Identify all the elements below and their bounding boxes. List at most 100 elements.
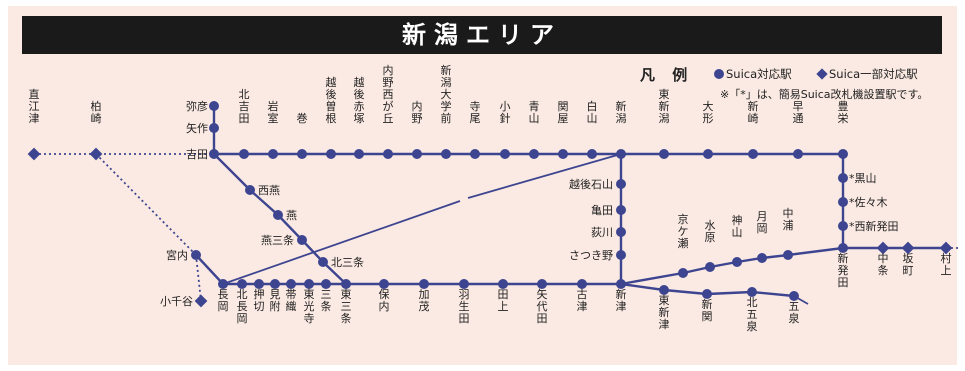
station-marker[interactable] xyxy=(297,235,307,245)
station-label: 坂町 xyxy=(903,252,914,277)
station-label: 中浦 xyxy=(783,207,794,232)
station-marker[interactable] xyxy=(354,149,364,159)
legend-full-item: Suica対応駅 xyxy=(714,66,792,82)
station-marker[interactable] xyxy=(273,210,283,220)
station-marker[interactable] xyxy=(318,257,328,267)
station-marker[interactable] xyxy=(470,149,480,159)
full-support-circle-icon xyxy=(838,149,848,159)
station-marker[interactable] xyxy=(659,285,669,295)
full-support-circle-icon xyxy=(577,279,587,289)
station-marker[interactable] xyxy=(616,250,626,260)
station-marker[interactable] xyxy=(616,279,626,289)
station-markers xyxy=(27,101,953,308)
station-marker[interactable] xyxy=(616,227,626,237)
station-marker[interactable] xyxy=(326,149,336,159)
station-marker[interactable] xyxy=(747,287,757,297)
station-marker[interactable] xyxy=(239,149,249,159)
station-label: *黒山 xyxy=(849,172,877,185)
station-marker[interactable] xyxy=(341,279,351,289)
station-marker[interactable] xyxy=(616,179,626,189)
station-marker[interactable] xyxy=(209,149,219,159)
station-label: 京ケ瀬 xyxy=(678,212,689,250)
station-label: 内野西が丘 xyxy=(383,63,394,125)
joetsu-line-dashed xyxy=(195,254,202,302)
station-marker[interactable] xyxy=(757,253,767,263)
map-panel xyxy=(8,6,957,365)
station-marker[interactable] xyxy=(498,279,508,289)
station-marker[interactable] xyxy=(558,149,568,159)
full-support-circle-icon xyxy=(270,279,280,289)
station-marker[interactable] xyxy=(194,294,208,308)
station-marker[interactable] xyxy=(191,250,201,260)
full-support-circle-icon xyxy=(659,149,669,159)
station-marker[interactable] xyxy=(705,262,715,272)
full-support-circle-icon xyxy=(616,279,626,289)
station-marker[interactable] xyxy=(793,149,803,159)
legend-partial-label: Suica一部対応駅 xyxy=(829,67,918,81)
station-label: 白山 xyxy=(587,99,598,125)
station-marker[interactable] xyxy=(237,279,247,289)
station-marker[interactable] xyxy=(838,243,848,253)
station-label: 新潟 xyxy=(616,99,627,125)
station-marker[interactable] xyxy=(268,149,278,159)
station-label: 燕三条 xyxy=(261,233,294,247)
station-marker[interactable] xyxy=(616,149,626,159)
station-marker[interactable] xyxy=(441,149,451,159)
station-marker[interactable] xyxy=(748,149,758,159)
station-marker[interactable] xyxy=(838,173,848,183)
station-marker[interactable] xyxy=(838,149,848,159)
station-marker[interactable] xyxy=(218,279,228,289)
full-support-circle-icon xyxy=(838,197,848,207)
station-marker[interactable] xyxy=(286,279,296,289)
station-marker[interactable] xyxy=(304,279,314,289)
shinetsu-line xyxy=(195,254,621,286)
station-marker[interactable] xyxy=(659,149,669,159)
station-marker[interactable] xyxy=(89,147,103,161)
station-label: 加茂 xyxy=(419,288,430,313)
station-marker[interactable] xyxy=(537,279,547,289)
station-label: 宮内 xyxy=(166,248,188,262)
station-marker[interactable] xyxy=(789,291,799,301)
station-label: 羽生田 xyxy=(459,288,470,325)
station-marker[interactable] xyxy=(459,279,469,289)
station-marker[interactable] xyxy=(500,149,510,159)
station-marker[interactable] xyxy=(678,268,688,278)
full-support-circle-icon xyxy=(470,149,480,159)
station-marker[interactable] xyxy=(245,185,255,195)
station-marker[interactable] xyxy=(587,149,597,159)
full-support-circle-icon xyxy=(789,291,799,301)
station-marker[interactable] xyxy=(529,149,539,159)
station-marker[interactable] xyxy=(703,149,713,159)
station-marker[interactable] xyxy=(383,149,393,159)
station-label: 東新潟 xyxy=(659,88,670,125)
legend-full-label: Suica対応駅 xyxy=(726,67,792,81)
station-marker[interactable] xyxy=(209,101,219,111)
station-marker[interactable] xyxy=(321,279,331,289)
station-marker[interactable] xyxy=(732,257,742,267)
station-marker[interactable] xyxy=(783,250,793,260)
station-marker[interactable] xyxy=(577,279,587,289)
full-support-circle-icon xyxy=(286,279,296,289)
station-marker[interactable] xyxy=(412,149,422,159)
station-marker[interactable] xyxy=(379,279,389,289)
station-label: さつき野 xyxy=(569,249,613,262)
station-marker[interactable] xyxy=(616,205,626,215)
station-marker[interactable] xyxy=(209,123,219,133)
station-label: 青山 xyxy=(529,100,540,125)
station-marker[interactable] xyxy=(702,289,712,299)
route-lines xyxy=(34,106,958,305)
station-marker[interactable] xyxy=(27,147,41,161)
full-support-circle-icon xyxy=(537,279,547,289)
partial-support-diamond-icon xyxy=(194,294,208,308)
station-marker[interactable] xyxy=(419,279,429,289)
station-marker[interactable] xyxy=(270,279,280,289)
station-label: 寺尾 xyxy=(470,100,481,125)
full-support-circle-icon xyxy=(616,205,626,215)
station-marker[interactable] xyxy=(297,149,307,159)
station-marker[interactable] xyxy=(838,197,848,207)
station-marker[interactable] xyxy=(254,279,264,289)
station-label: 矢代田 xyxy=(537,287,548,325)
station-marker[interactable] xyxy=(838,221,848,231)
full-support-circle-icon xyxy=(379,279,389,289)
